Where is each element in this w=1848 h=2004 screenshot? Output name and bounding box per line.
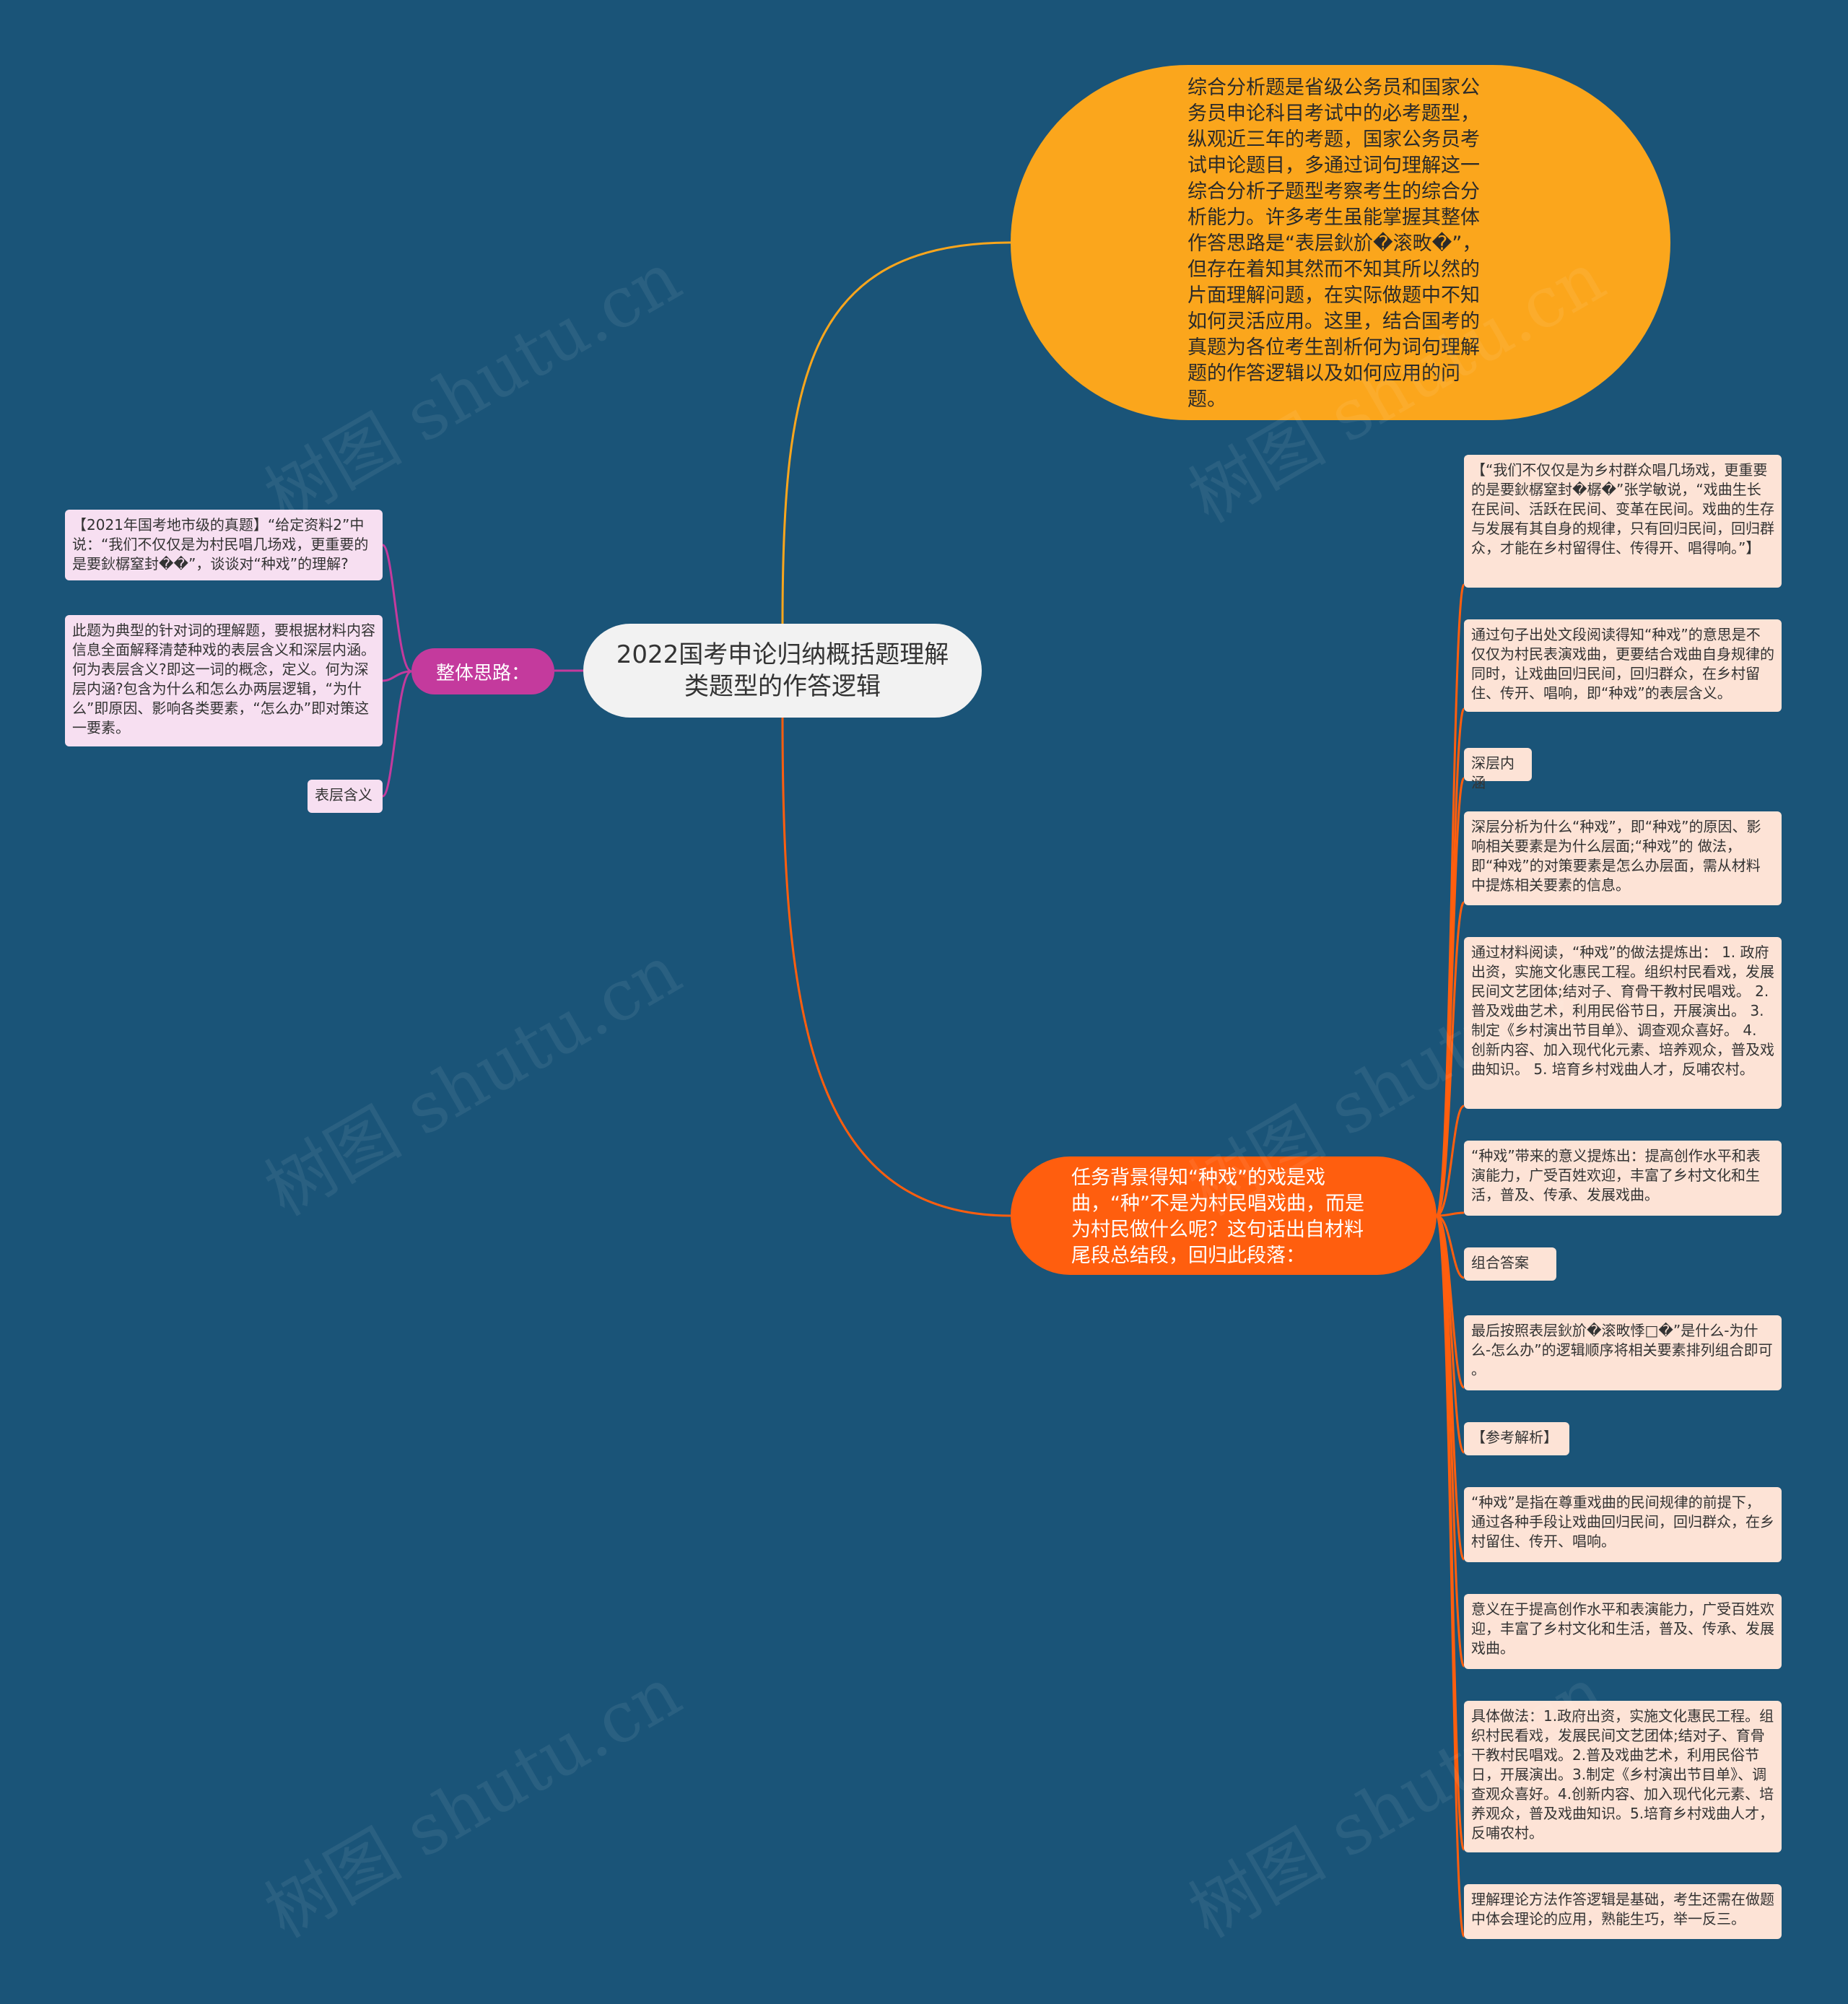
task-leaf[interactable]: 【“我们不仅仅是为乡村群众唱几场戏，更重要的是要鈥樼窒封�樼�”张学敏说，“戏曲… [1464, 455, 1782, 588]
intro-node[interactable]: 综合分析题是省级公务员和国家公务员申论科目考试中的必考题型，纵观近三年的考题，国… [1011, 65, 1670, 420]
link-task-leaf [1436, 1214, 1465, 1279]
link-approach-leaf-3 [381, 670, 412, 798]
approach-leaf[interactable]: 此题为典型的针对词的理解题，要根据材料内容信息全面解释清楚种戏的表层含义和深层内… [65, 615, 383, 746]
link-task-leaf [1436, 1105, 1465, 1217]
task-leaf[interactable]: 最后按照表层鈥斺�滚畋悸□�”是什么-为什么-怎么办”的逻辑顺序将相关要素排列组… [1464, 1315, 1782, 1390]
task-leaf[interactable]: 组合答案 [1464, 1247, 1556, 1281]
link-task-leaf [1435, 707, 1465, 1217]
link-task-leaf [1435, 901, 1465, 1217]
task-leaf[interactable]: 通过材料阅读，“种戏”的做法提炼出： 1. 政府出资，实施文化惠民工程。组织村民… [1464, 937, 1782, 1109]
approach-node[interactable]: 整体思路： [411, 648, 554, 694]
task-node[interactable]: 任务背景得知“种戏”的戏是戏曲，“种”不是为村民唱戏曲，而是为村民做什么呢？这句… [1011, 1156, 1437, 1275]
link-task-leaf [1435, 777, 1465, 1217]
approach-leaf[interactable]: 【2021年国考地市级的真题】“给定资料2”中说：“我们不仅仅是为村民唱几场戏，… [65, 510, 383, 580]
central-topic[interactable]: 2022国考申论归纳概括题理解类题型的作答逻辑 [583, 624, 982, 718]
link-center-task [781, 717, 1011, 1217]
task-leaf[interactable]: “种戏”是指在尊重戏曲的民间规律的前提下，通过各种手段让戏曲回归民间，回归群众，… [1464, 1487, 1782, 1562]
task-leaf[interactable]: 通过句子出处文段阅读得知“种戏”的意思是不仅仅为村民表演戏曲，更要结合戏曲自身规… [1464, 619, 1782, 712]
task-leaf[interactable]: “种戏”带来的意义提炼出：提高创作水平和表演能力，广受百姓欢迎，丰富了乡村文化和… [1464, 1141, 1782, 1216]
task-leaf[interactable]: 理解理论方法作答逻辑是基础，考生还需在做题中体会理论的应用，熟能生巧，举一反三。 [1464, 1884, 1782, 1939]
task-leaf[interactable]: 深层分析为什么“种戏”，即“种戏”的原因、影响相关要素是为什么层面;“种戏”的 … [1464, 811, 1782, 905]
link-center-intro [781, 241, 1011, 624]
link-approach-leaf-1 [381, 544, 412, 673]
task-leaf[interactable]: 深层内涵 [1464, 748, 1532, 791]
task-leaf[interactable]: 意义在于提高创作水平和表演能力，广受百姓欢迎，丰富了乡村文化和生活，普及、传承、… [1464, 1594, 1782, 1669]
task-leaf[interactable]: 具体做法：1.政府出资，实施文化惠民工程。组织村民看戏，发展民间文艺团体;结对子… [1464, 1701, 1782, 1852]
task-leaf[interactable]: 【参考解析】 [1464, 1422, 1569, 1455]
link-task-leaf [1435, 1214, 1465, 1938]
link-approach-leaf-2 [382, 670, 412, 682]
approach-leaf[interactable]: 表层含义 [308, 780, 383, 813]
link-task-leaf [1435, 583, 1465, 1217]
